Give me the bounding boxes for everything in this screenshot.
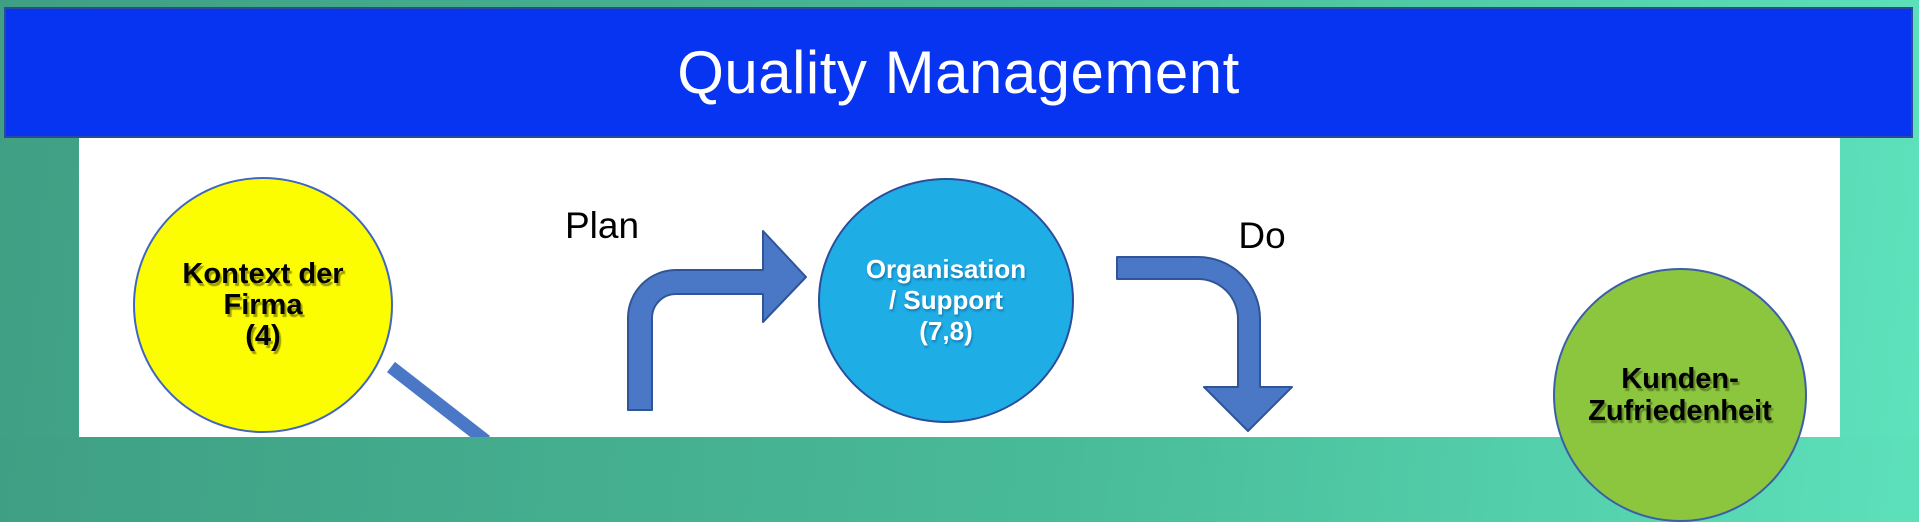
organisation-circle-line-2: / Support bbox=[888, 285, 1004, 315]
page-title: Quality Management bbox=[677, 39, 1240, 106]
customer-circle-line-1: Kunden- bbox=[1621, 363, 1739, 395]
customer-circle: Kunden- Zufriedenheit bbox=[1553, 268, 1807, 522]
organisation-circle-line-3: (7,8) bbox=[919, 316, 973, 346]
context-circle-line-3: (4) bbox=[245, 319, 281, 352]
do-label: Do bbox=[1238, 215, 1286, 256]
context-circle-line-1: Kontext der bbox=[182, 257, 344, 290]
customer-circle-line-2: Zufriedenheit bbox=[1588, 395, 1772, 427]
context-circle: Kontext der Firma (4) bbox=[133, 177, 393, 433]
title-bar: Quality Management bbox=[4, 7, 1913, 138]
organisation-circle: Organisation / Support (7,8) bbox=[818, 178, 1074, 423]
plan-label: Plan bbox=[564, 205, 640, 246]
context-circle-line-2: Firma bbox=[223, 288, 303, 321]
organisation-circle-line-1: Organisation bbox=[865, 254, 1027, 284]
